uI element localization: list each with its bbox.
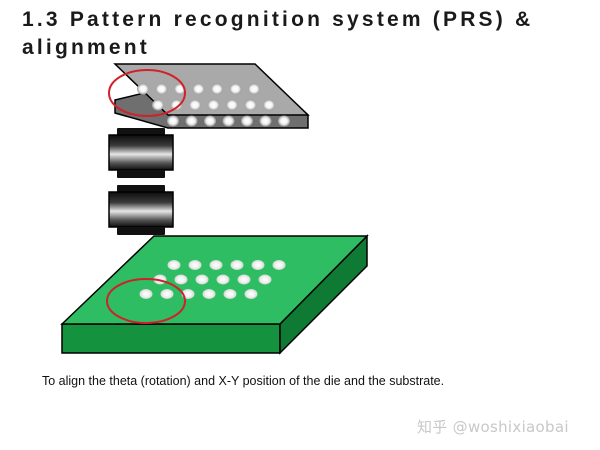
substrate-pad — [209, 260, 223, 270]
substrate-front-face — [61, 323, 281, 354]
die-bump — [222, 115, 235, 127]
die-bump — [244, 99, 257, 111]
substrate-pad — [160, 289, 174, 299]
die-bump — [152, 99, 164, 111]
die-bump — [170, 99, 183, 111]
die-bump — [185, 115, 198, 127]
die-bump — [189, 99, 201, 111]
lens-unit — [108, 128, 174, 178]
substrate-pad — [216, 274, 230, 285]
die-bump — [241, 115, 253, 127]
die-bump — [192, 83, 205, 95]
die-chip — [113, 63, 310, 129]
die-bump — [155, 83, 168, 95]
substrate-pad — [167, 260, 181, 270]
substrate-pad — [272, 260, 286, 270]
caption-text: To align the theta (rotation) and X-Y po… — [42, 374, 445, 388]
substrate-pad — [174, 274, 188, 285]
die-bump — [167, 115, 179, 127]
substrate-pad — [258, 274, 272, 285]
substrate-pad — [139, 289, 153, 299]
camera-lens-stack — [108, 128, 174, 235]
die-highlight-circle — [108, 69, 186, 117]
substrate — [60, 234, 369, 355]
die-bump — [229, 83, 242, 95]
die-bump — [137, 83, 149, 95]
substrate-pad — [251, 260, 265, 270]
die-bump — [263, 99, 275, 111]
substrate-top-face — [60, 235, 369, 325]
watermark: 知乎 @woshixiaobai — [417, 418, 569, 436]
die-bump — [204, 115, 216, 127]
die-bump — [278, 115, 290, 127]
substrate-pad — [230, 260, 244, 270]
page-title: 1.3 Pattern recognition system (PRS) & a… — [22, 8, 534, 59]
substrate-pad — [195, 274, 209, 285]
die-bump — [248, 83, 260, 95]
substrate-pad — [223, 289, 237, 299]
lens-unit — [108, 185, 174, 235]
die-bump — [211, 83, 223, 95]
die-bump — [226, 99, 238, 111]
substrate-pad — [188, 260, 202, 270]
die-bump — [259, 115, 272, 127]
substrate-highlight-circle — [106, 278, 186, 324]
substrate-pad — [202, 289, 216, 299]
substrate-pad — [244, 289, 258, 299]
die-bump — [207, 99, 220, 111]
substrate-pad — [237, 274, 251, 285]
